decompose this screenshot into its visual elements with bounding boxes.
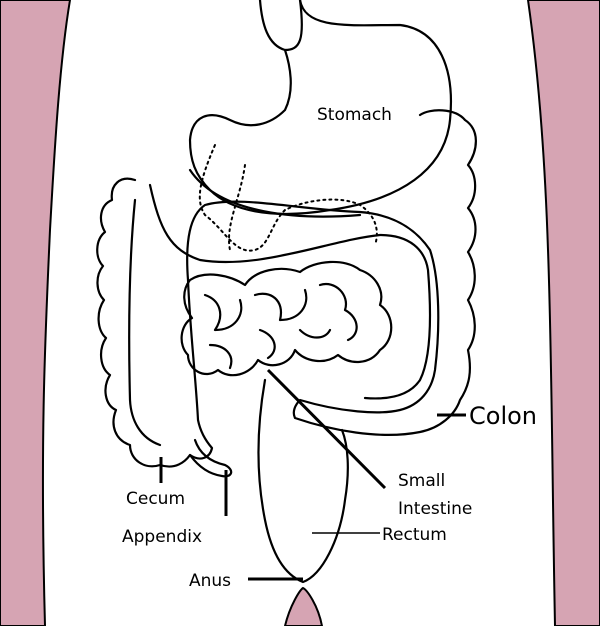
appendix-organ [188,438,233,478]
small-intestine-label-line1: Small [398,471,445,491]
rectum-label: Rectum [382,525,447,545]
stomach-organ [188,0,452,218]
crotch-tissue [283,586,324,626]
colon-organ [96,109,477,468]
colon-outer [96,109,477,468]
duodenum-dotted-outline [228,164,246,251]
left-side-tissue [0,0,72,626]
stomach-label: Stomach [317,105,392,125]
small-intestine-organ [180,260,393,377]
small-intestine-leader [266,368,387,490]
small-intestine-folds [203,282,358,370]
right-side-tissue [526,0,600,626]
pancreas-dotted-outline [198,144,378,252]
small-intestine-label-line2: Intestine [398,499,472,519]
labels: Stomach Colon Small Intestine Cecum Appe… [122,105,537,591]
colon-label: Colon [469,402,537,430]
anus-label: Anus [189,571,231,591]
stomach-lower-curve [188,168,362,218]
esophagus [258,0,303,52]
small-intestine-loops [180,260,393,377]
appendix-label: Appendix [122,527,202,547]
stomach-outline [188,0,452,216]
leader-lines [159,368,466,581]
colon-inner [128,183,431,447]
cecum-label: Cecum [126,489,185,509]
rectum-organ [257,378,349,584]
